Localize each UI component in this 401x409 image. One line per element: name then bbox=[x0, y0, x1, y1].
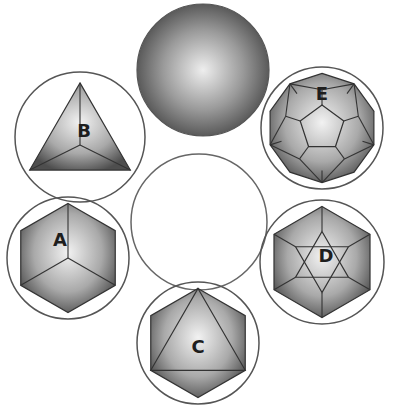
solid-letter: C bbox=[191, 338, 204, 356]
solid-face bbox=[300, 105, 344, 146]
solid-edge bbox=[300, 159, 322, 183]
solid-edge bbox=[270, 145, 299, 159]
solid-face bbox=[151, 288, 246, 397]
solid-edge bbox=[80, 145, 130, 170]
solid-edge bbox=[347, 84, 354, 94]
solid-circle: E bbox=[260, 66, 384, 190]
solid-edge bbox=[322, 159, 344, 183]
solid-face bbox=[270, 73, 374, 182]
solid-face bbox=[21, 203, 116, 312]
solid-face bbox=[296, 247, 349, 293]
center-circle bbox=[131, 154, 267, 290]
solid-letter: D bbox=[319, 247, 334, 265]
solid-edge bbox=[274, 234, 296, 246]
solid-edge bbox=[67, 203, 68, 258]
solid-edge bbox=[274, 277, 296, 289]
solid-edge bbox=[362, 141, 373, 145]
solid-face bbox=[151, 288, 246, 370]
solid-face bbox=[30, 83, 131, 170]
solid-circle: B bbox=[14, 71, 146, 203]
solid-letter: A bbox=[53, 231, 67, 249]
solid-edge bbox=[344, 145, 373, 159]
solid-face bbox=[274, 207, 370, 318]
solid-edge bbox=[30, 145, 80, 170]
sphere bbox=[137, 4, 269, 136]
solid-edge bbox=[321, 292, 322, 317]
polyhedra bbox=[21, 73, 374, 397]
solid-edge bbox=[68, 258, 115, 285]
solid-edge bbox=[348, 277, 370, 289]
solid-face bbox=[296, 232, 349, 278]
circle-outline bbox=[6, 196, 130, 320]
solid-circle: A bbox=[6, 196, 130, 320]
solid-circle: C bbox=[136, 281, 260, 405]
solid-letter: B bbox=[77, 122, 91, 140]
solid-edge bbox=[321, 207, 322, 232]
solid-edge bbox=[270, 116, 286, 145]
solid-edge bbox=[335, 147, 344, 159]
solid-edge bbox=[300, 147, 309, 159]
solid-edge bbox=[344, 116, 359, 121]
solid-edge bbox=[286, 84, 290, 116]
solid-circle: D bbox=[259, 199, 385, 325]
solid-edge bbox=[321, 171, 322, 183]
solid-edge bbox=[286, 116, 301, 121]
solid-edge bbox=[358, 116, 374, 145]
solid-edge bbox=[21, 258, 68, 285]
solid-edge bbox=[354, 84, 358, 116]
solid-edge bbox=[290, 84, 297, 94]
solid-edge bbox=[348, 234, 370, 246]
solid-letter: E bbox=[316, 85, 328, 103]
